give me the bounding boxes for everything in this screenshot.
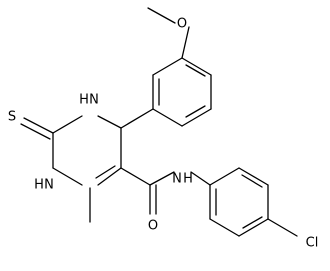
- bond-oxygen-ring: [181, 26, 190, 59]
- bond-c2-s: [23, 117, 54, 134]
- atom-label-amide-h: H: [183, 172, 193, 187]
- bond-c6-c5: [97, 167, 122, 186]
- bond-clphenyl-a: [209, 167, 240, 186]
- bond-c6-c5-double: [95, 165, 116, 179]
- bond-carbonyl-nitrogen: [149, 171, 175, 186]
- bond-c4-n3: [97, 115, 122, 129]
- atom-label-nh-top-h: H: [79, 93, 89, 108]
- bond-clphenyl-b: [238, 167, 269, 186]
- bond-phenyl-c: [181, 108, 212, 127]
- bond-phenyl-double-2: [185, 105, 206, 118]
- bond-methyl-oxygen: [147, 7, 176, 24]
- bond-clphenyl-d: [238, 218, 269, 237]
- atom-label-oxygen-carbonyl: O: [148, 219, 158, 234]
- bond-c5-carbonyl: [120, 167, 151, 186]
- atom-label-nh-bottom-h: H: [34, 178, 44, 193]
- bond-clphenyl-double-1: [241, 174, 263, 188]
- atom-label-nh-bottom-n: N: [44, 178, 54, 193]
- bond-phenyl-c4: [120, 108, 154, 129]
- bond-phenyl-double-1: [185, 64, 206, 77]
- atom-label-sulfur: S: [8, 110, 16, 125]
- bond-nitrogen-phenyl: [190, 171, 211, 186]
- atom-label-nh-top-n: N: [89, 93, 99, 108]
- bond-clphenyl-e: [209, 218, 240, 237]
- bond-ring-chlorine: [267, 218, 298, 237]
- atom-label-chlorine: Cl: [306, 236, 319, 251]
- bond-n1-c6: [52, 167, 83, 186]
- bond-clphenyl-double-2: [242, 216, 263, 229]
- bond-phenyl-f: [152, 57, 183, 76]
- bond-n3-c2: [52, 115, 83, 134]
- atom-labels: O S H N H N O N H Cl: [8, 17, 318, 251]
- bond-phenyl-d: [152, 108, 183, 127]
- atom-label-oxygen-methoxy: O: [177, 17, 187, 32]
- bonds: [20, 7, 298, 237]
- bond-phenyl-a: [181, 57, 212, 76]
- bond-c2-s-double: [20, 123, 51, 140]
- atom-label-amide-n: N: [172, 172, 182, 187]
